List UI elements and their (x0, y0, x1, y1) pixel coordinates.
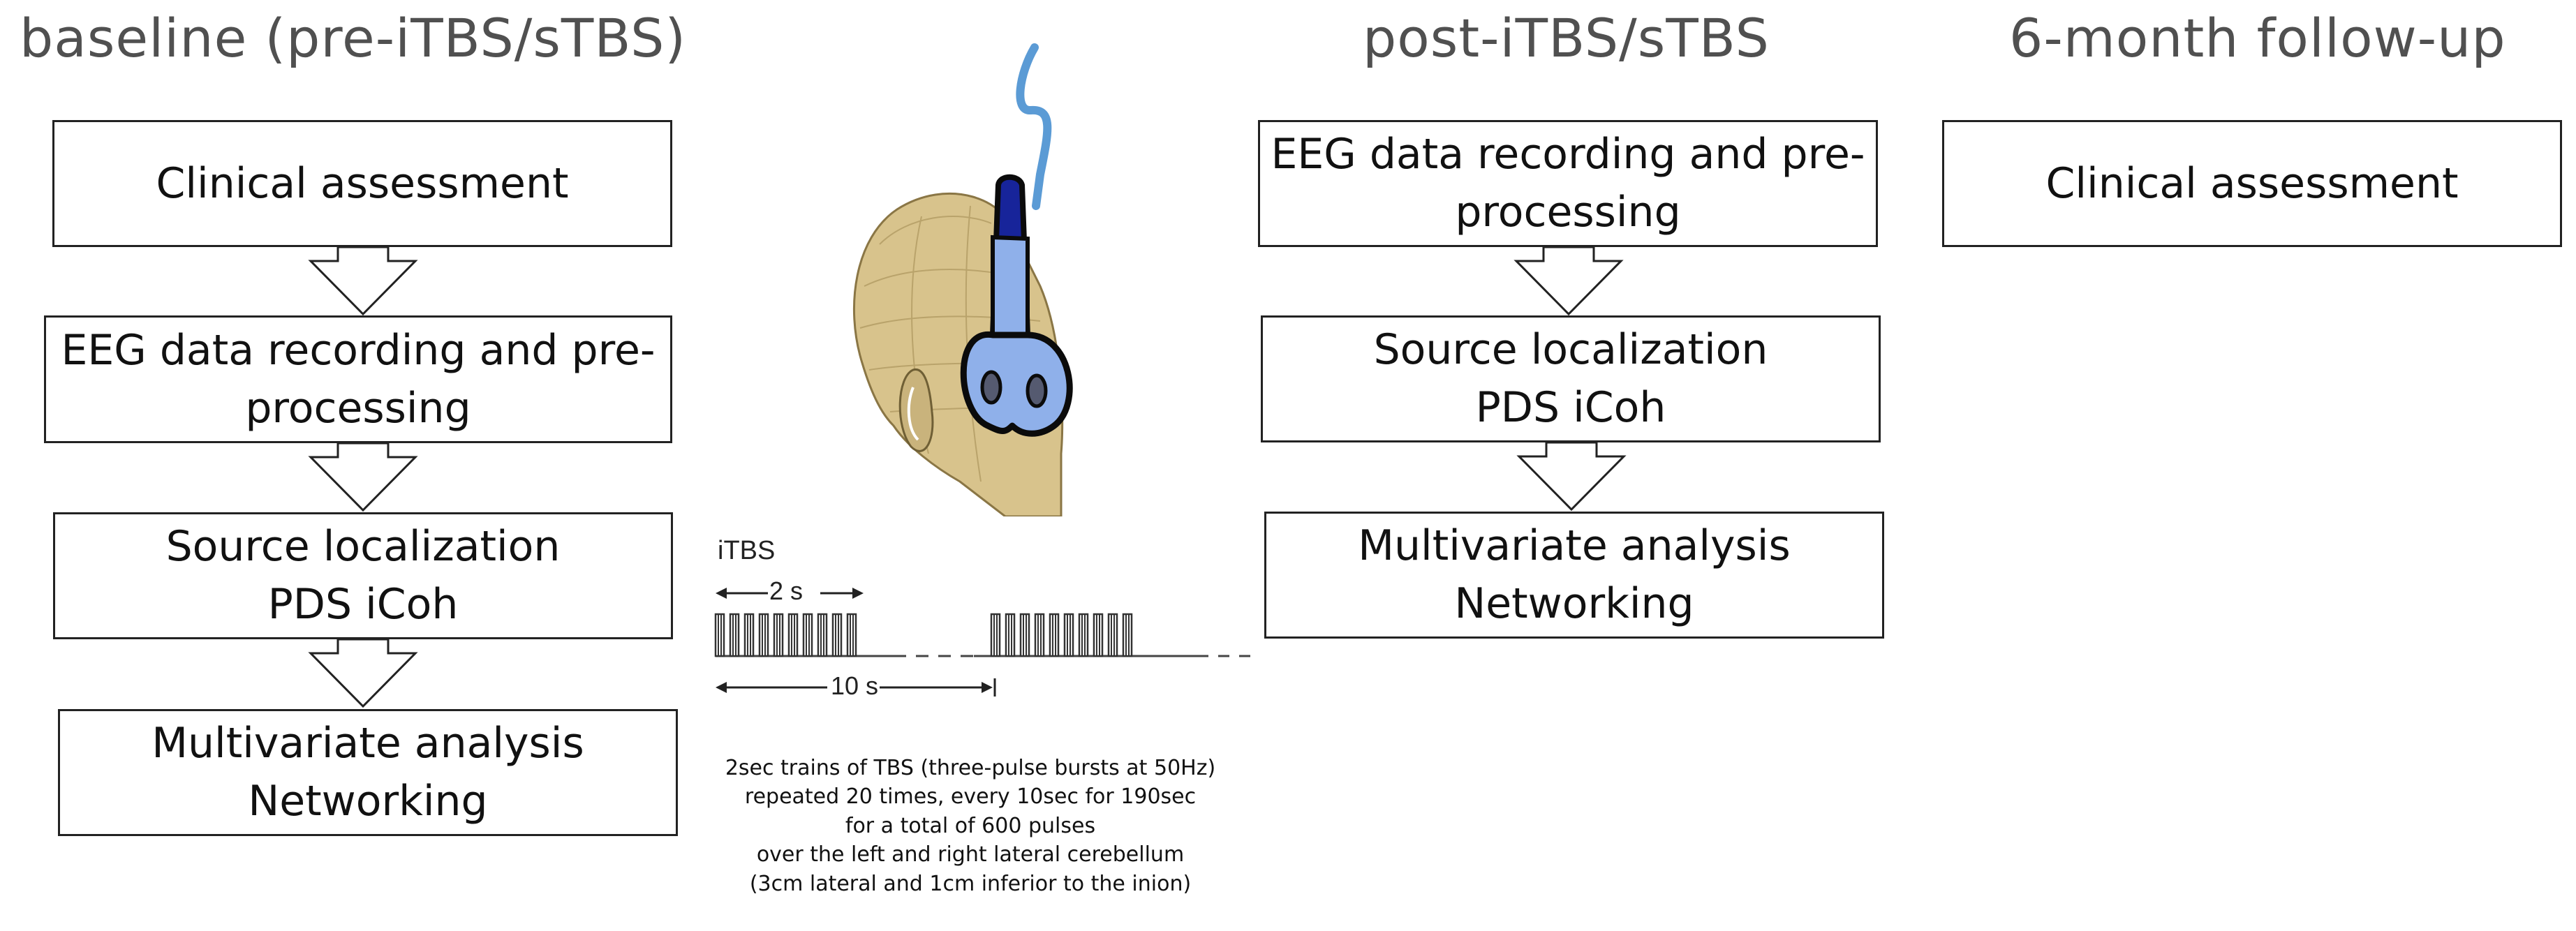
pulse-burst (1107, 613, 1118, 657)
head-with-tms-coil-icon (852, 43, 1073, 516)
pulse-burst (743, 613, 755, 657)
pulse-burst (802, 613, 813, 657)
box-line: Networking (1454, 579, 1694, 628)
box-line: processing (245, 383, 471, 433)
train-duration-label: 2 s (769, 576, 804, 605)
flow-arrow-down-icon (308, 246, 418, 316)
pulse-burst (787, 613, 799, 657)
box-line: Clinical assessment (156, 158, 569, 208)
pulse-burst (773, 613, 784, 657)
pulse-burst (817, 613, 828, 657)
pulse-burst (1019, 613, 1030, 657)
box-line: Networking (248, 777, 488, 826)
flow-arrow-down-icon (1513, 246, 1624, 316)
caption-line: repeated 20 times, every 10sec for 190se… (744, 784, 1197, 810)
pulse-burst (1093, 613, 1104, 657)
pulse-burst (758, 613, 769, 657)
protocol-caption: 2sec trains of TBS (three-pulse bursts a… (691, 754, 1250, 898)
box-line: processing (1455, 188, 1681, 237)
baseline-clinical-assessment-box: Clinical assessment (52, 120, 672, 247)
itbs-label: iTBS (718, 536, 776, 565)
followup-clinical-assessment-box: Clinical assessment (1942, 120, 2562, 247)
box-line: Source localization (1373, 325, 1768, 375)
pulse-burst (729, 613, 740, 657)
baseline-eeg-recording-box: EEG data recording and pre- processing (44, 315, 672, 443)
baseline-source-localization-box: Source localization PDS iCoh (53, 512, 673, 639)
caption-line: (3cm lateral and 1cm inferior to the ini… (749, 871, 1192, 896)
caption-line: for a total of 600 pulses (845, 813, 1096, 838)
post-eeg-recording-box: EEG data recording and pre- processing (1258, 120, 1878, 247)
pulse-burst (846, 613, 857, 657)
pulse-burst (1049, 613, 1060, 657)
box-line: Source localization (165, 522, 561, 572)
box-line: Multivariate analysis (1358, 521, 1791, 571)
box-line: Clinical assessment (2045, 158, 2459, 208)
cycle-duration-label: 10 s (831, 671, 879, 700)
pulse-burst (990, 613, 1001, 657)
pulse-burst (1063, 613, 1074, 657)
box-line: PDS iCoh (1475, 383, 1666, 432)
itbs-pulse-train-diagram (714, 588, 1253, 697)
box-line: Multivariate analysis (151, 719, 584, 768)
post-source-localization-box: Source localization PDS iCoh (1261, 315, 1881, 442)
baseline-column-title: baseline (pre-iTBS/sTBS) (20, 7, 687, 69)
pulse-burst (831, 613, 843, 657)
flow-arrow-down-icon (1516, 441, 1627, 512)
pulse-burst (714, 613, 725, 657)
followup-column-title: 6-month follow-up (2009, 7, 2506, 69)
flow-arrow-down-icon (308, 442, 418, 512)
baseline-multivariate-analysis-box: Multivariate analysis Networking (58, 709, 678, 836)
pulse-burst (1078, 613, 1089, 657)
box-line: PDS iCoh (267, 580, 459, 629)
pulse-burst (1005, 613, 1016, 657)
caption-line: 2sec trains of TBS (three-pulse bursts a… (725, 756, 1216, 780)
caption-line: over the left and right lateral cerebell… (756, 842, 1185, 867)
post-multivariate-analysis-box: Multivariate analysis Networking (1264, 512, 1884, 639)
burst-train-2 (990, 613, 1133, 657)
burst-train-1 (714, 613, 857, 657)
flow-arrow-down-icon (308, 638, 418, 708)
pulse-burst (1034, 613, 1045, 657)
box-line: EEG data recording and pre- (61, 325, 656, 375)
box-line: EEG data recording and pre- (1271, 130, 1865, 179)
pulse-burst (1122, 613, 1133, 657)
post-column-title: post-iTBS/sTBS (1363, 7, 1770, 69)
